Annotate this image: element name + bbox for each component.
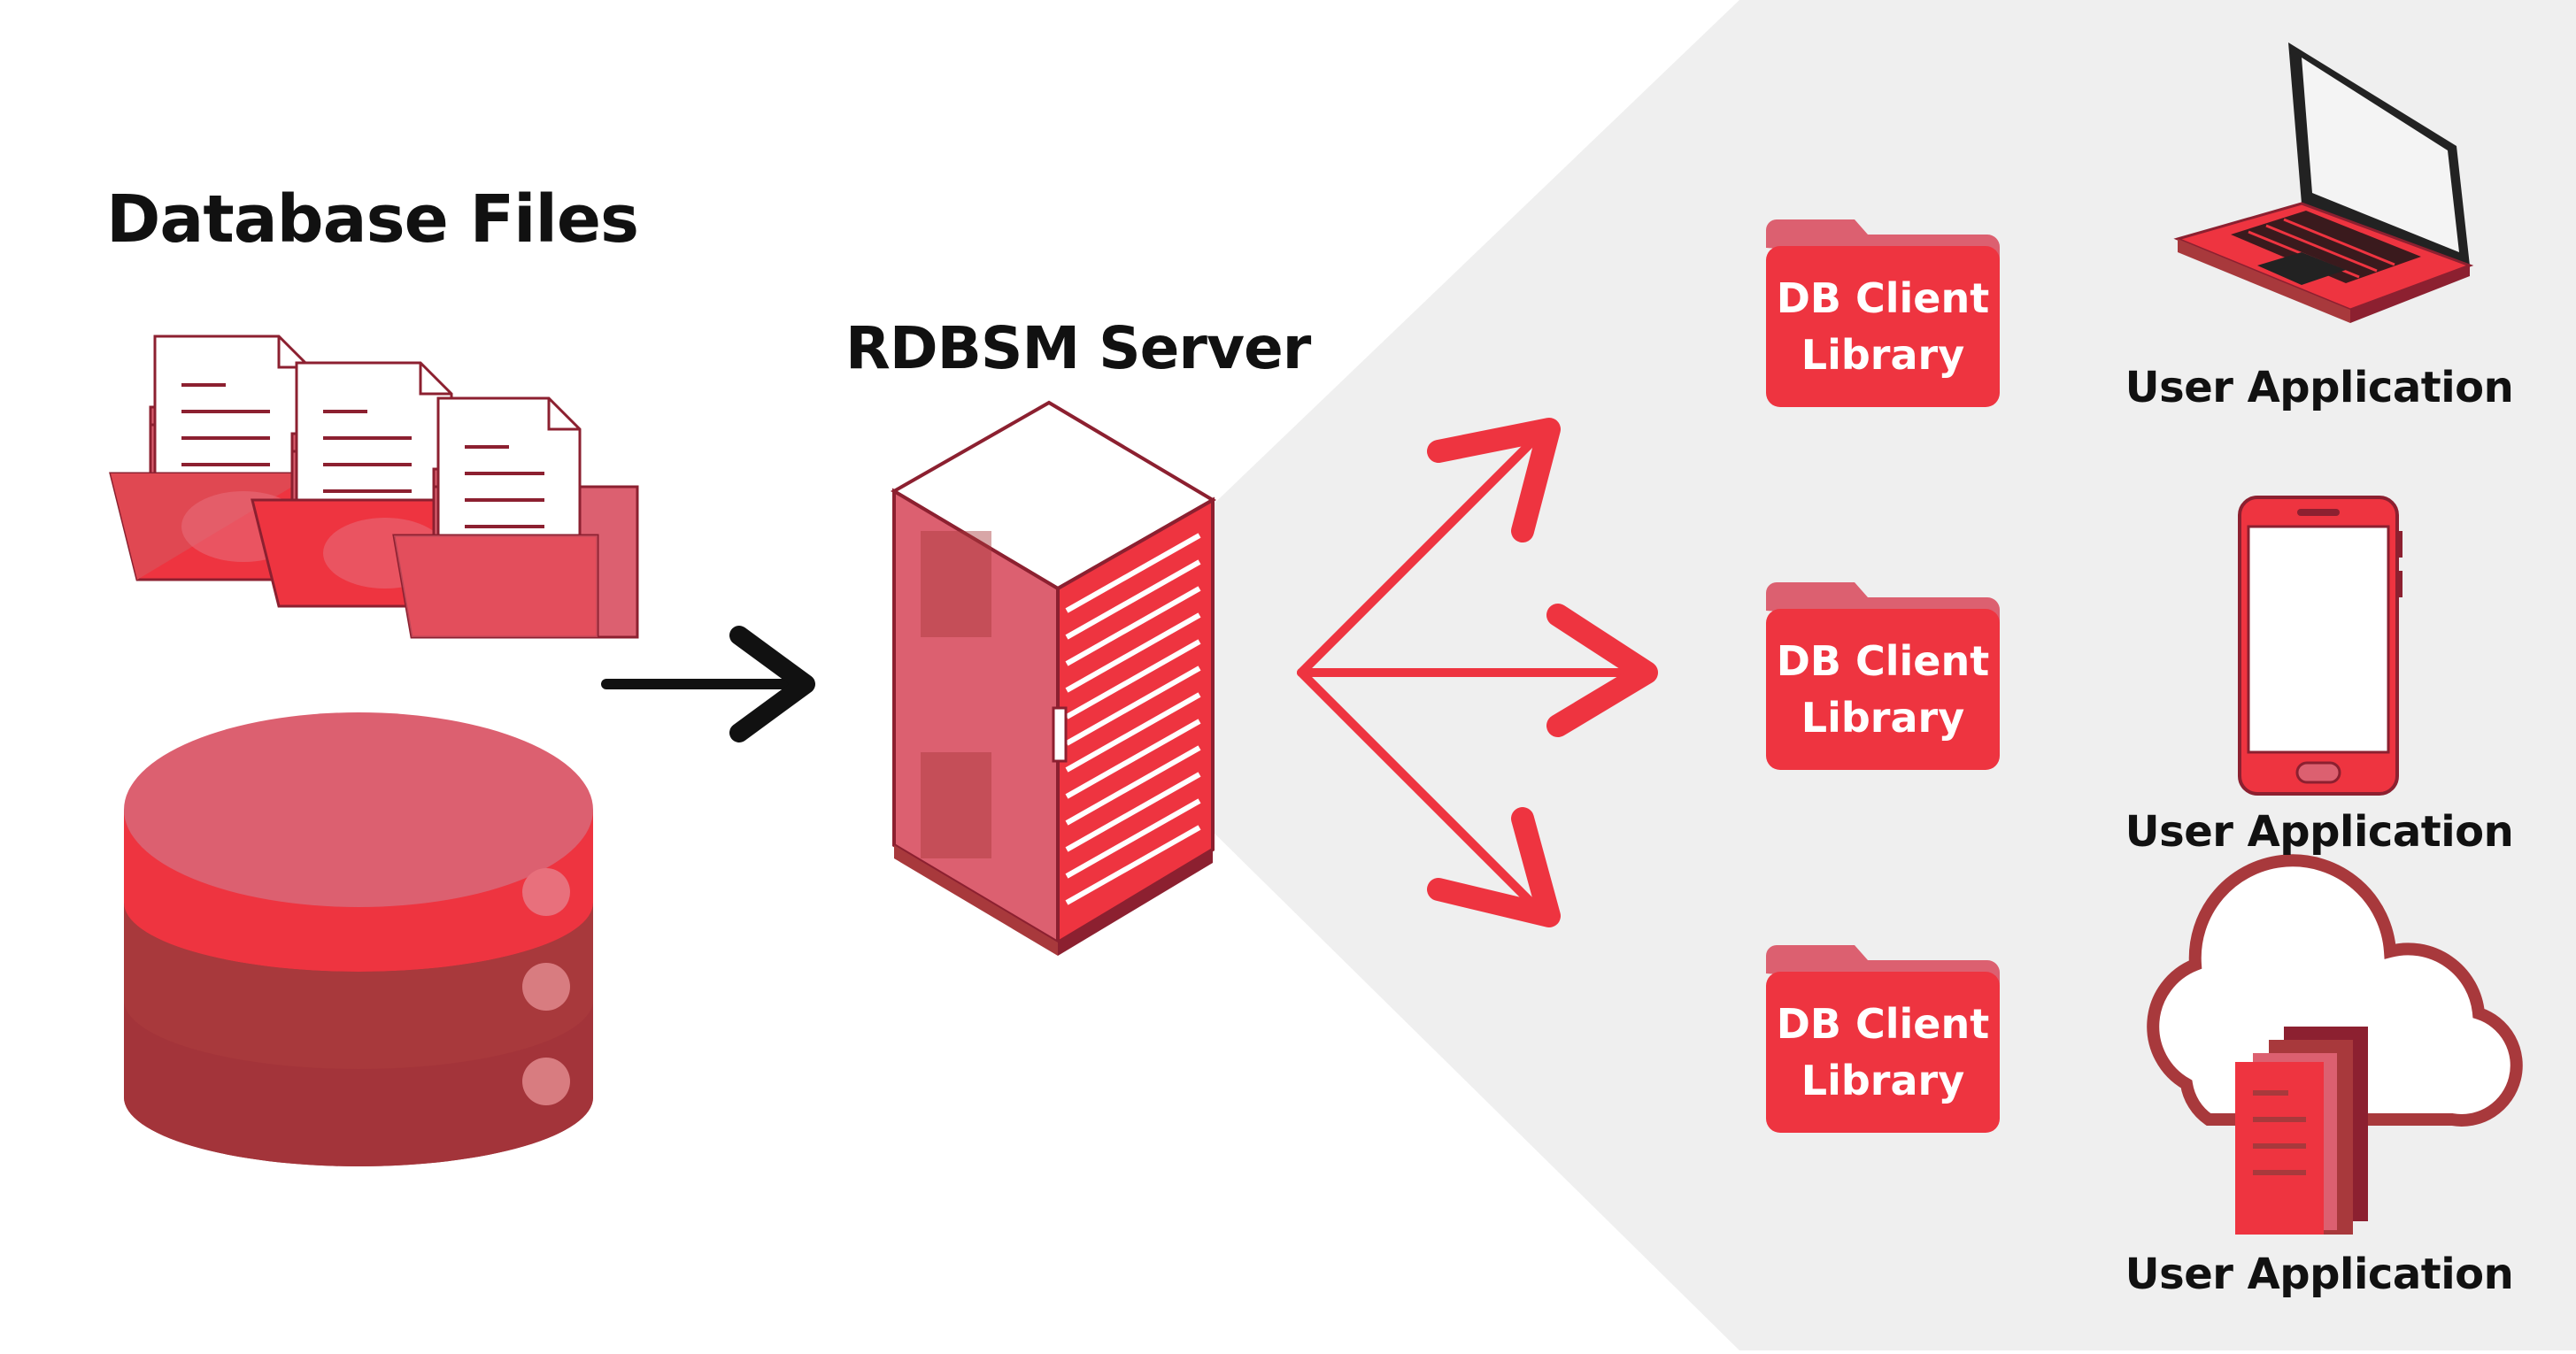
server-rack-icon [891,400,1216,956]
db-client-library-label: DB Client Library [1766,633,2000,746]
db-client-library-line1: DB Client [1776,1000,1990,1048]
db-client-library-label: DB Client Library [1766,270,2000,383]
db-client-library-folder [1766,582,2000,770]
user-application-label: User Application [2125,363,2514,412]
laptop-icon [2173,42,2474,323]
server-title: RDBSM Server [845,314,1311,382]
database-files-title: Database Files [106,181,639,258]
database-cylinder-icon [124,712,593,1166]
db-client-library-line2: Library [1801,694,1965,742]
db-client-library-line2: Library [1801,331,1965,379]
user-application-label: User Application [2125,1250,2514,1299]
db-client-library-folder [1766,945,2000,1133]
db-client-library-folder [1766,219,2000,407]
smartphone-icon [2238,496,2402,796]
user-application-label: User Application [2125,807,2514,857]
fan-arrows [1297,418,1658,927]
cloud-documents-icon [2147,854,2523,1235]
arrow-icon [601,626,815,742]
db-client-library-line1: DB Client [1776,274,1990,322]
document-folder-icon [392,396,639,639]
db-client-library-label: DB Client Library [1766,996,2000,1109]
db-client-library-line2: Library [1801,1057,1965,1104]
db-client-library-line1: DB Client [1776,637,1990,685]
